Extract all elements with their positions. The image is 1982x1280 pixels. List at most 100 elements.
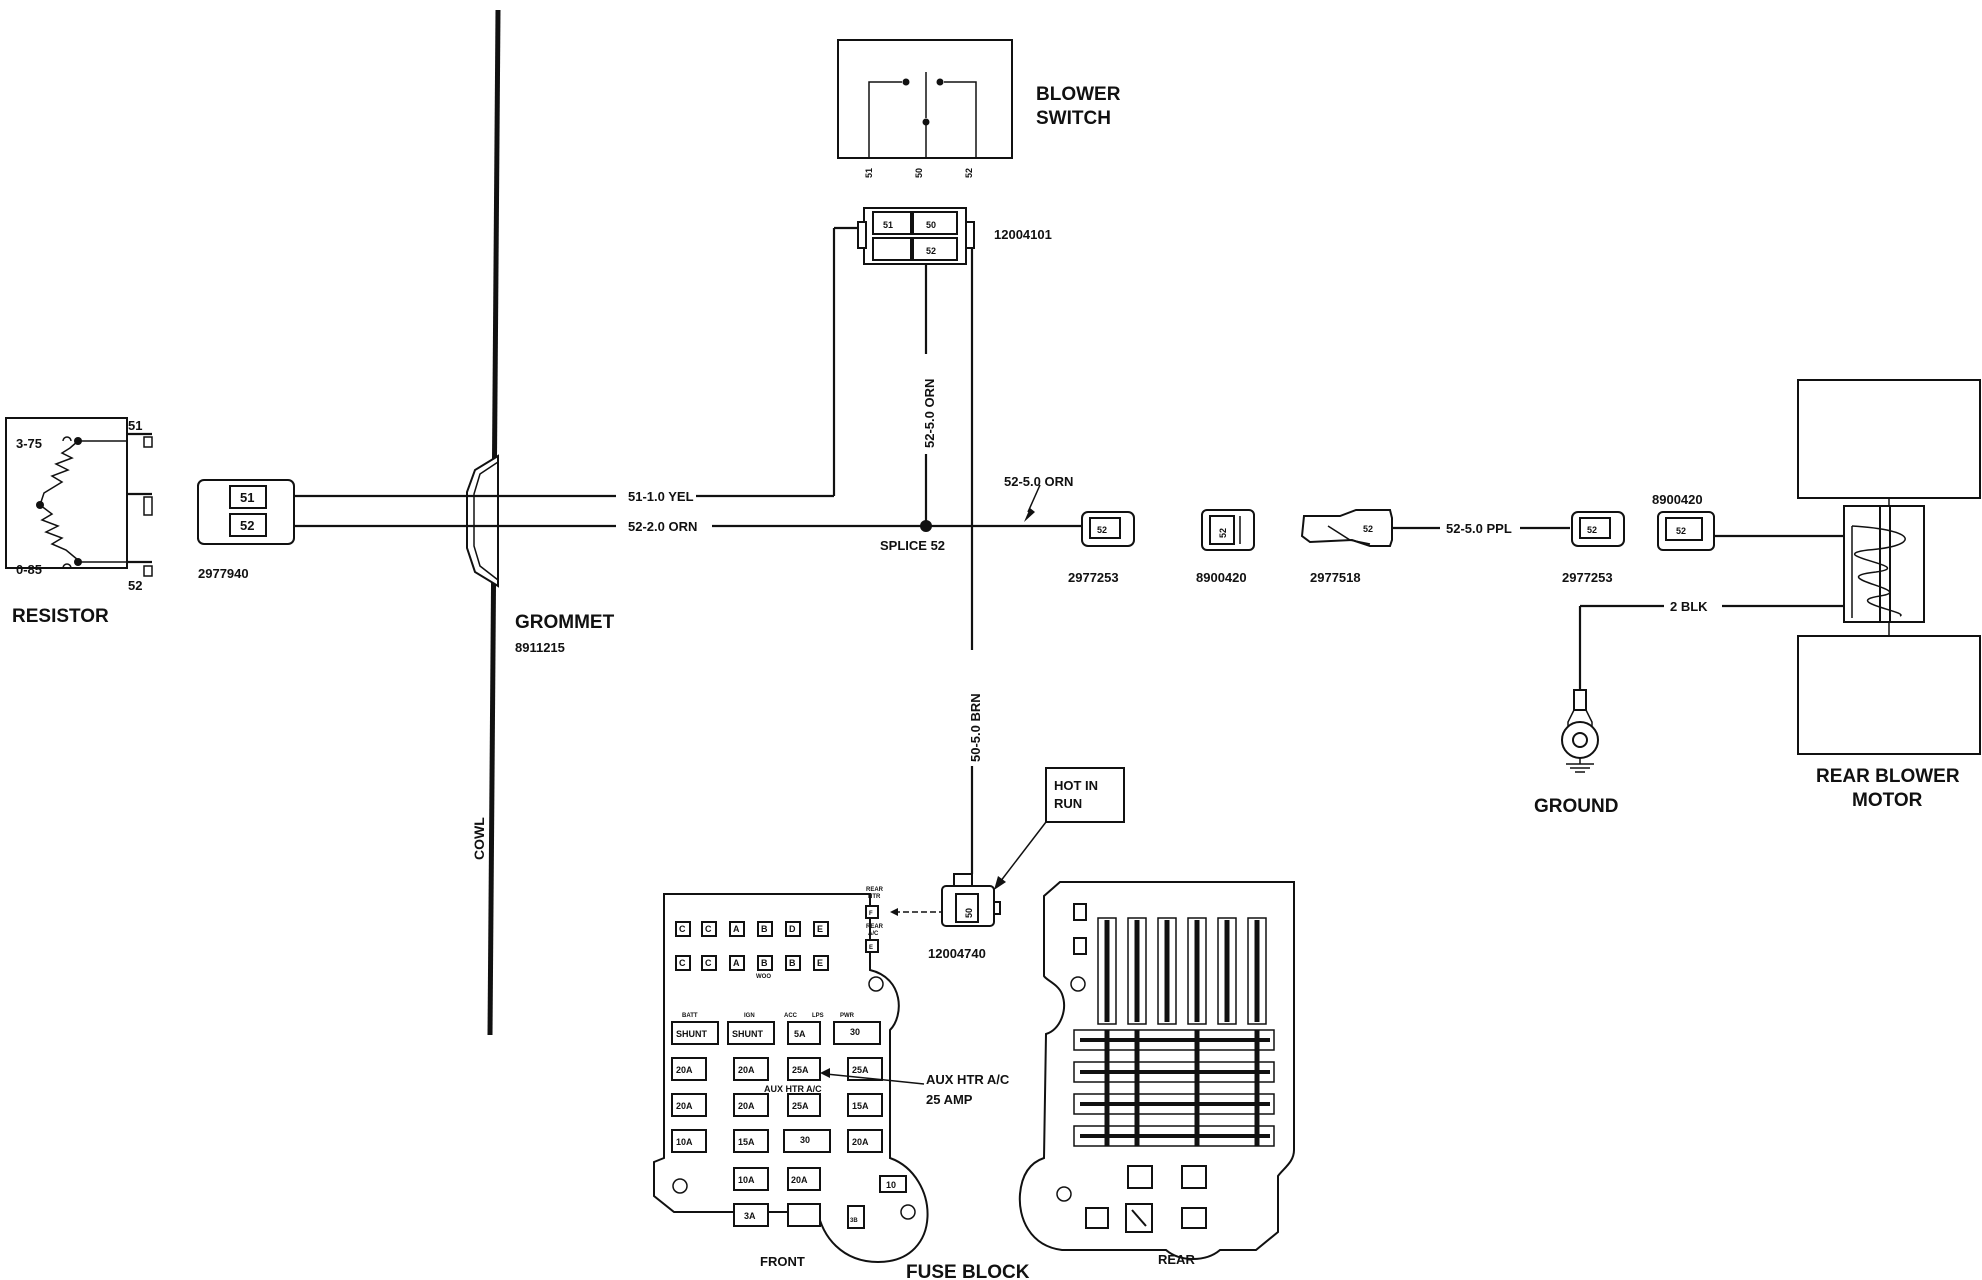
connector-12004101: 51 50 52 12004101 — [857, 207, 1052, 265]
wire-52-orn-2-label: 52-2.0 ORN — [628, 519, 697, 534]
svg-text:15A: 15A — [852, 1101, 869, 1111]
svg-text:15A: 15A — [738, 1137, 755, 1147]
connector-12004740-part: 12004740 — [928, 946, 986, 961]
aux-htr-label-2: 25 AMP — [926, 1092, 973, 1107]
resistor-pin-51: 51 — [128, 418, 142, 433]
svg-text:30: 30 — [850, 1027, 860, 1037]
svg-text:C: C — [679, 958, 686, 968]
connector-12004101-pin-52: 52 — [926, 246, 936, 256]
wire-52-ppl-label: 52-5.0 PPL — [1446, 521, 1512, 536]
connector-2977253-b-pin: 52 — [1587, 525, 1597, 535]
svg-text:SHUNT: SHUNT — [732, 1029, 764, 1039]
rear-blower-motor: 2 BLK REAR BLOWER MOTOR — [1580, 379, 1981, 811]
harness-wires: 51-1.0 YEL 52-2.0 ORN 52-5.0 ORN 52-5.0 … — [294, 226, 1085, 874]
grommet-part-number: 8911215 — [515, 640, 565, 655]
fuse-tag-f: F — [869, 911, 873, 917]
ground-label: GROUND — [1534, 796, 1618, 817]
cowl-label: COWL — [471, 817, 487, 860]
resistor-tap-top: 3-75 — [16, 436, 42, 451]
svg-text:10: 10 — [886, 1180, 896, 1190]
resistor-tap-bottom: 0-85 — [16, 562, 42, 577]
aux-htr-inner-label: AUX HTR A/C — [764, 1084, 822, 1094]
blower-switch-pin-52: 52 — [964, 168, 974, 178]
blower-switch-pin-50: 50 — [914, 168, 924, 178]
resistor: 3-75 0-85 51 52 RESISTOR — [5, 417, 153, 627]
svg-text:LPS: LPS — [812, 1013, 824, 1019]
wire-2-blk-label: 2 BLK — [1670, 599, 1708, 614]
blower-switch-label-2: SWITCH — [1036, 108, 1111, 129]
svg-text:10A: 10A — [738, 1175, 755, 1185]
svg-text:30: 30 — [800, 1135, 810, 1145]
fuse-block-front-label: FRONT — [760, 1254, 805, 1269]
grommet-label: GROMMET — [515, 612, 615, 633]
rear-bus-bars — [1073, 917, 1275, 1147]
svg-text:A: A — [733, 958, 740, 968]
connector-2977253-a-pin: 52 — [1097, 525, 1107, 535]
svg-text:ACC: ACC — [784, 1013, 798, 1019]
blower-switch-label-1: BLOWER — [1036, 84, 1121, 105]
connector-8900420-a-part: 8900420 — [1196, 570, 1247, 585]
connector-2977940-pin-52: 52 — [240, 518, 254, 533]
svg-text:E: E — [817, 924, 823, 934]
fuse-block-title: FUSE BLOCK — [906, 1262, 1030, 1280]
connector-2977253-b: 52 2977253 — [1562, 511, 1625, 585]
hot-in-run-label-2: RUN — [1054, 796, 1082, 811]
connector-8900420-b-pin: 52 — [1676, 526, 1686, 536]
fuse-top-row: C C A B D E — [675, 921, 829, 937]
svg-text:25A: 25A — [852, 1065, 869, 1075]
connector-12004101-pin-50: 50 — [926, 220, 936, 230]
svg-text:5A: 5A — [794, 1029, 806, 1039]
svg-text:C: C — [705, 958, 712, 968]
svg-text:20A: 20A — [676, 1101, 693, 1111]
rear-blower-label-2: MOTOR — [1852, 790, 1923, 811]
wire-52-orn-5-label: 52-5.0 ORN — [1004, 474, 1073, 489]
rear-blower-label-1: REAR BLOWER — [1816, 766, 1960, 787]
svg-text:C: C — [705, 924, 712, 934]
grommet: GROMMET 8911215 — [466, 454, 615, 655]
connector-8900420-b: 52 8900420 — [1652, 492, 1844, 551]
svg-text:PWR: PWR — [840, 1013, 855, 1019]
fuse-block-rear-label: REAR — [1158, 1252, 1195, 1267]
connector-2977940-pin-51: 51 — [240, 490, 254, 505]
connector-2977518: 52 52-5.0 PPL 2977518 — [1300, 509, 1570, 585]
svg-text:20A: 20A — [852, 1137, 869, 1147]
wire-52-orn-5-vertical-label: 52-5.0 ORN — [922, 379, 937, 448]
svg-text:3B: 3B — [850, 1218, 858, 1224]
svg-text:3A: 3A — [744, 1211, 756, 1221]
fuse-block-front: REAR HTR F REAR A/C E C C A B D E C C A … — [653, 887, 929, 1269]
svg-text:20A: 20A — [738, 1065, 755, 1075]
svg-text:D: D — [789, 924, 796, 934]
fuse-second-row: C C A B B E WOO — [675, 955, 829, 980]
svg-text:25A: 25A — [792, 1065, 809, 1075]
aux-htr-callout: AUX HTR A/C 25 AMP — [820, 1068, 1010, 1107]
connector-12004740-pin: 50 — [964, 908, 974, 918]
svg-text:B: B — [789, 958, 796, 968]
blower-switch: 51 50 52 BLOWER SWITCH — [837, 39, 1121, 178]
connector-2977253-a-part: 2977253 — [1068, 570, 1119, 585]
svg-text:20A: 20A — [676, 1065, 693, 1075]
splice-52-label: SPLICE 52 — [880, 538, 945, 553]
svg-text:WOO: WOO — [756, 974, 771, 980]
connector-2977940-part: 2977940 — [198, 566, 249, 581]
svg-text:SHUNT: SHUNT — [676, 1029, 708, 1039]
fuse-block-rear: REAR — [1018, 881, 1295, 1267]
svg-text:E: E — [817, 958, 823, 968]
svg-text:25A: 25A — [792, 1101, 809, 1111]
ground: GROUND — [1534, 606, 1618, 817]
wire-51-yel-label: 51-1.0 YEL — [628, 489, 694, 504]
connector-2977940: 51 52 2977940 — [197, 479, 295, 581]
connector-8900420-a-pin: 52 — [1218, 528, 1228, 538]
svg-text:20A: 20A — [738, 1101, 755, 1111]
blower-switch-pin-51: 51 — [864, 168, 874, 178]
connector-2977518-pin: 52 — [1363, 524, 1373, 534]
svg-text:B: B — [761, 924, 768, 934]
svg-text:10A: 10A — [676, 1137, 693, 1147]
hot-in-run-label-1: HOT IN — [1054, 778, 1098, 793]
connector-8900420-a: 52 8900420 — [1196, 509, 1255, 585]
resistor-label: RESISTOR — [12, 606, 109, 627]
connector-2977253-b-part: 2977253 — [1562, 570, 1613, 585]
rear-ac-tag-1: REAR — [866, 924, 884, 930]
connector-2977253-a: 52 2977253 — [1068, 511, 1135, 585]
svg-text:C: C — [679, 924, 686, 934]
